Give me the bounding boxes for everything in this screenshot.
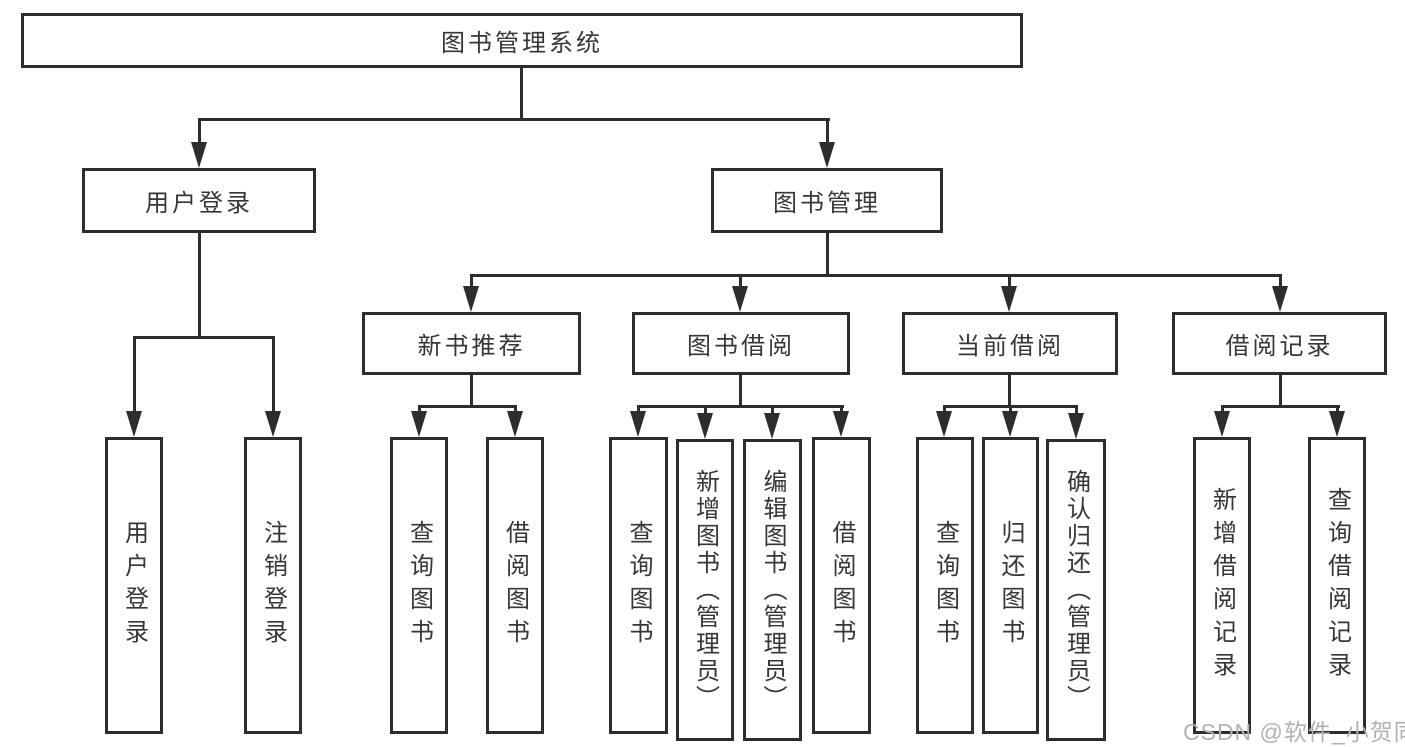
connector-to-leaf — [1075, 405, 1078, 419]
node-user-login: 用户登录 — [82, 168, 316, 233]
leaf-cb-confirm-return: 确认归还（管理员） — [1046, 439, 1106, 741]
leaf-bb-borrow-book-label: 借阅图书 — [828, 519, 855, 652]
leaf-bb-query-book-label: 查询图书 — [625, 519, 652, 652]
connector-to-leaf — [771, 405, 774, 419]
leaf-rec-query-book-label: 查询图书 — [405, 519, 433, 652]
node-current-borrow: 当前借阅 — [902, 312, 1118, 375]
connector-new-book-recommend-stub — [470, 375, 473, 407]
arrow-down-icon — [1329, 411, 1345, 437]
leaf-bb-edit-book-label: 编辑图书（管理员） — [759, 468, 786, 712]
node-book-borrow: 图书借阅 — [632, 312, 850, 375]
connector-to-leaf — [704, 405, 707, 419]
arrow-down-icon — [697, 413, 713, 439]
arrow-down-icon — [833, 411, 849, 437]
leaf-cb-query-book: 查询图书 — [916, 437, 974, 734]
connector-user-login-stub — [198, 233, 201, 338]
leaf-cb-confirm-return-label: 确认归还（管理员） — [1062, 468, 1090, 712]
connector-level2-rail — [198, 118, 830, 121]
leaf-cb-return-book: 归还图书 — [982, 437, 1039, 734]
connector-to-user-login — [198, 118, 201, 146]
node-root-label: 图书管理系统 — [441, 30, 603, 57]
leaf-bb-add-book-label: 新增图书（管理员） — [691, 468, 719, 712]
leaf-br-query-record-label: 查询借阅记录 — [1323, 486, 1351, 685]
leaf-rec-borrow-book-label: 借阅图书 — [501, 519, 529, 652]
connector-to-leaf-user-login — [133, 336, 136, 416]
leaf-bb-borrow-book: 借阅图书 — [812, 437, 871, 734]
connector-book-management-stub — [826, 233, 829, 277]
arrow-down-icon — [630, 411, 646, 437]
node-current-borrow-label: 当前借阅 — [956, 333, 1064, 360]
connector-borrow-record-stub — [1279, 375, 1282, 407]
connector-new-book-recommend-rail — [418, 405, 517, 408]
leaf-cb-return-book-label: 归还图书 — [997, 519, 1024, 652]
arrow-down-icon — [1002, 411, 1018, 437]
node-borrow-record: 借阅记录 — [1172, 312, 1387, 375]
arrow-down-icon — [126, 411, 142, 437]
node-book-management: 图书管理 — [711, 168, 943, 233]
arrow-down-icon — [1272, 286, 1288, 312]
arrow-down-icon — [191, 142, 207, 168]
connector-root-stub — [520, 68, 523, 120]
leaf-bb-edit-book: 编辑图书（管理员） — [743, 439, 802, 741]
connector-user-login-rail — [133, 336, 275, 339]
connector-current-borrow-stub — [1008, 375, 1011, 407]
leaf-br-query-record: 查询借阅记录 — [1308, 437, 1366, 734]
arrow-down-icon — [936, 411, 952, 437]
node-new-book-recommend-label: 新书推荐 — [417, 333, 526, 360]
connector-to-leaf-logout — [272, 336, 275, 416]
node-borrow-record-label: 借阅记录 — [1225, 333, 1334, 360]
connector-book-borrow-rail — [637, 405, 844, 408]
node-book-management-label: 图书管理 — [773, 190, 881, 217]
leaf-bb-add-book: 新增图书（管理员） — [676, 439, 734, 741]
arrow-down-icon — [1001, 286, 1017, 312]
arrow-down-icon — [411, 411, 427, 437]
arrow-down-icon — [507, 411, 523, 437]
node-book-borrow-label: 图书借阅 — [687, 333, 795, 360]
leaf-br-add-record-label: 新增借阅记录 — [1208, 486, 1236, 685]
arrow-down-icon — [1214, 411, 1230, 437]
node-root: 图书管理系统 — [21, 13, 1023, 68]
node-user-login-label: 用户登录 — [145, 190, 253, 217]
connector-to-book-borrow — [739, 274, 742, 290]
node-new-book-recommend: 新书推荐 — [362, 312, 581, 375]
leaf-user-login-label: 用户登录 — [120, 519, 148, 652]
connector-book-borrow-stub — [739, 375, 742, 407]
connector-to-book-management — [826, 118, 829, 146]
connector-level3-rail — [470, 274, 1282, 277]
arrow-down-icon — [1068, 413, 1084, 439]
leaf-logout: 注销登录 — [244, 437, 302, 734]
watermark: CSDN @软件_小贺同学 — [1183, 719, 1405, 745]
arrow-down-icon — [265, 411, 281, 437]
leaf-rec-query-book: 查询图书 — [390, 437, 448, 734]
arrow-down-icon — [463, 286, 479, 312]
connector-to-current-borrow — [1008, 274, 1011, 290]
leaf-br-add-record: 新增借阅记录 — [1193, 437, 1251, 734]
arrow-down-icon — [764, 413, 780, 439]
arrow-down-icon — [732, 286, 748, 312]
leaf-cb-query-book-label: 查询图书 — [931, 519, 959, 652]
connector-borrow-record-rail — [1221, 405, 1340, 408]
connector-to-borrow-record — [1279, 274, 1282, 290]
arrow-down-icon — [819, 142, 835, 168]
leaf-logout-label: 注销登录 — [259, 519, 287, 652]
leaf-rec-borrow-book: 借阅图书 — [486, 437, 544, 734]
leaf-user-login: 用户登录 — [105, 437, 163, 734]
connector-to-new-book-recommend — [470, 274, 473, 290]
leaf-bb-query-book: 查询图书 — [609, 437, 668, 734]
